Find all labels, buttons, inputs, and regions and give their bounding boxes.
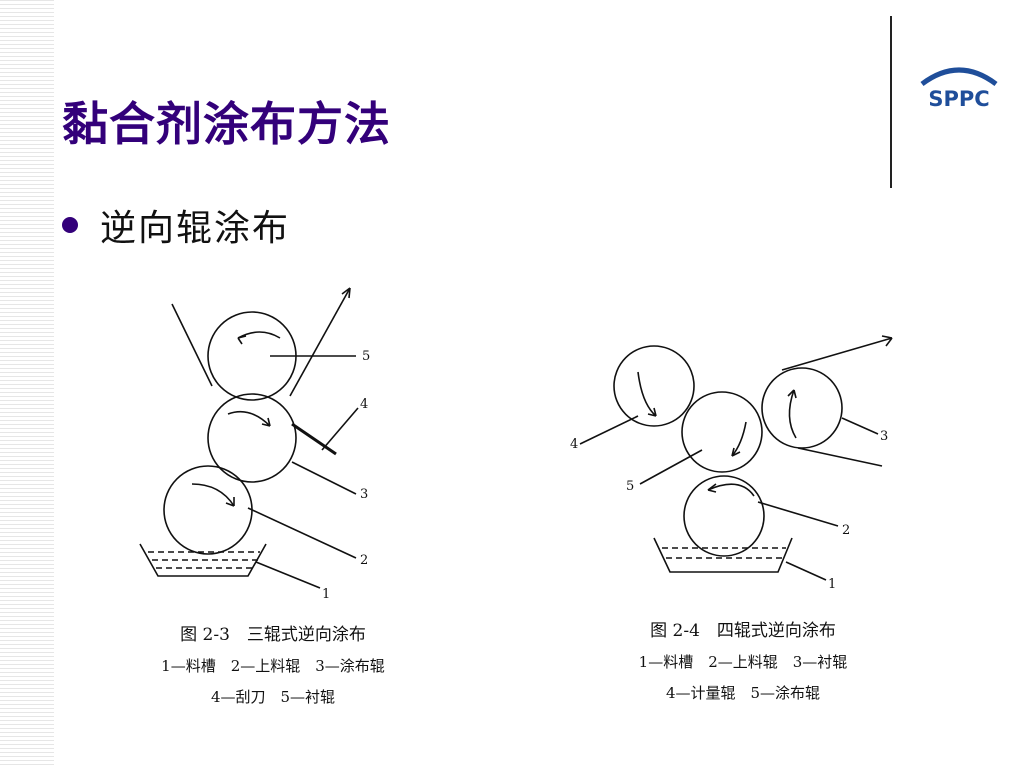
sppc-logo-icon: SPPC	[920, 67, 998, 111]
caption-title-1: 图 2-3 三辊式逆向涂布	[180, 625, 366, 645]
label-1: 1	[322, 587, 330, 602]
caption-title-2: 图 2-4 四辊式逆向涂布	[650, 621, 836, 641]
roll-3-circle	[761, 367, 843, 449]
roll-3-circle	[207, 393, 297, 483]
caption-legend-1b: 4—刮刀 5—衬辊	[210, 688, 336, 706]
figure-four-roll-diagram: 4 5 3 2 1	[570, 335, 893, 592]
label-5: 5	[626, 479, 634, 494]
label-3: 3	[360, 487, 368, 502]
logo-text: SPPC	[928, 87, 989, 111]
left-stripe-decoration	[0, 0, 54, 768]
figure-caption-1: 图 2-3 三辊式逆向涂布 1—料槽 2—上料辊 3—涂布辊 4—刮刀 5—衬辊	[128, 620, 418, 717]
bullet-text: 逆向辊涂布	[100, 208, 291, 249]
header-divider	[890, 16, 892, 188]
figure-three-roll-diagram: 5 4 3 2 1	[139, 287, 370, 602]
label-5: 5	[362, 349, 370, 364]
roll-2-circle	[163, 465, 253, 555]
label-1: 1	[828, 577, 836, 592]
roll-4-circle	[613, 345, 695, 427]
label-2: 2	[360, 553, 368, 568]
label-4: 4	[360, 397, 368, 412]
caption-legend-2b: 4—计量辊 5—涂布辊	[665, 684, 821, 702]
slide-title: 黏合剂涂布方法	[62, 97, 391, 151]
label-4: 4	[570, 437, 578, 452]
caption-legend-1a: 1—料槽 2—上料辊 3—涂布辊	[161, 657, 385, 675]
caption-legend-2a: 1—料槽 2—上料辊 3—衬辊	[638, 653, 848, 671]
roll-5-circle	[681, 391, 763, 473]
roll-2-circle	[683, 475, 765, 557]
figure-caption-2: 图 2-4 四辊式逆向涂布 1—料槽 2—上料辊 3—衬辊 4—计量辊 5—涂布…	[598, 616, 888, 713]
label-3: 3	[880, 429, 888, 444]
label-2: 2	[842, 523, 850, 538]
arrow-roll-5	[237, 331, 281, 339]
bullet-dot-icon	[62, 217, 78, 233]
bullet-item: 逆向辊涂布	[62, 200, 290, 250]
pan-outline	[653, 537, 793, 573]
